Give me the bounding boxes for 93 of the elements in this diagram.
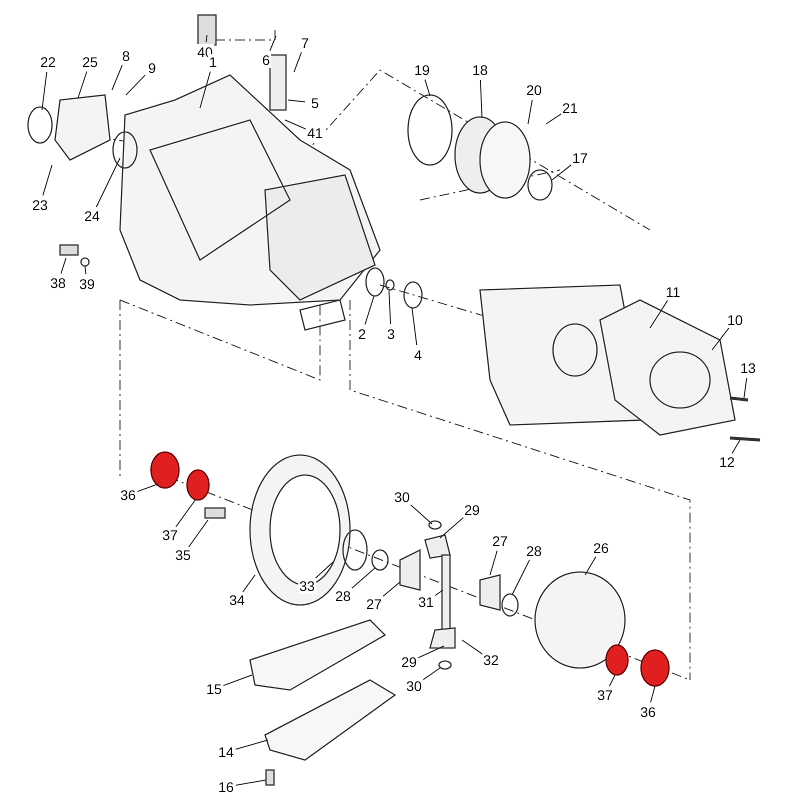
leader-line xyxy=(744,377,748,398)
leader-line xyxy=(284,120,306,130)
leader-line xyxy=(136,484,158,492)
leader-line xyxy=(546,113,562,124)
leader-line xyxy=(42,71,48,110)
callout-number: 31 xyxy=(417,594,435,610)
leader-line xyxy=(42,164,52,196)
leader-line xyxy=(84,266,86,275)
leader-line xyxy=(512,559,530,596)
callout-number: 11 xyxy=(664,284,682,300)
callout-number: 12 xyxy=(718,454,736,470)
callout-number: 30 xyxy=(405,678,423,694)
callout-number: 4 xyxy=(413,347,423,363)
callout-number: 13 xyxy=(739,360,757,376)
leader-line xyxy=(96,158,120,208)
leader-line xyxy=(60,258,66,274)
callout-number: 33 xyxy=(298,578,316,594)
leader-line xyxy=(364,296,374,325)
callout-number: 36 xyxy=(119,487,137,503)
leader-line xyxy=(126,74,146,96)
leader-line xyxy=(188,520,208,548)
leader-line xyxy=(608,674,616,687)
leader-line xyxy=(381,582,400,598)
leader-line xyxy=(269,36,276,52)
callout-number: 37 xyxy=(596,687,614,703)
leader-line xyxy=(412,308,418,346)
callout-number: 28 xyxy=(334,588,352,604)
callout-number: 20 xyxy=(525,82,543,98)
leader-line xyxy=(235,740,268,750)
leader-line xyxy=(490,550,498,576)
callout-number: 23 xyxy=(31,197,49,213)
leader-line xyxy=(424,79,430,96)
callout-number: 21 xyxy=(561,100,579,116)
callout-number: 17 xyxy=(571,150,589,166)
leader-line xyxy=(732,440,740,454)
callout-number: 22 xyxy=(39,54,57,70)
callout-number: 25 xyxy=(81,54,99,70)
callout-number: 6 xyxy=(261,52,271,68)
leader-line xyxy=(288,100,306,102)
callout-number: 32 xyxy=(482,652,500,668)
leader-line xyxy=(422,668,440,681)
callout-number: 29 xyxy=(463,502,481,518)
callout-number: 35 xyxy=(174,547,192,563)
leader-line xyxy=(206,34,208,43)
leader-line xyxy=(200,71,211,108)
callout-number: 27 xyxy=(365,596,383,612)
callout-number: 18 xyxy=(471,62,489,78)
leader-line xyxy=(294,52,302,72)
leader-line xyxy=(78,70,88,98)
leader-line xyxy=(314,562,334,580)
leader-line xyxy=(650,300,668,328)
callout-number: 19 xyxy=(413,62,431,78)
leader-line xyxy=(235,780,266,786)
leader-line xyxy=(440,516,465,538)
callout-number: 30 xyxy=(393,489,411,505)
callout-number: 14 xyxy=(217,744,235,760)
callout-number: 28 xyxy=(525,543,543,559)
callout-number: 1 xyxy=(208,54,218,70)
leader-line xyxy=(584,556,596,576)
callout-number: 34 xyxy=(228,592,246,608)
leader-line xyxy=(418,646,444,658)
callout-number: 5 xyxy=(310,95,320,111)
callout-number: 29 xyxy=(400,654,418,670)
callout-number: 41 xyxy=(306,125,324,141)
leader-line xyxy=(528,99,533,124)
callout-number: 37 xyxy=(161,527,179,543)
callout-number: 16 xyxy=(217,779,235,795)
leader-line xyxy=(480,80,482,118)
callout-number: 39 xyxy=(78,276,96,292)
callout-number: 36 xyxy=(639,704,657,720)
callout-number: 7 xyxy=(300,35,310,51)
leader-line xyxy=(650,686,656,703)
leader-line xyxy=(175,498,196,528)
leader-line xyxy=(350,568,376,590)
leader-line xyxy=(242,574,256,592)
callout-number: 15 xyxy=(205,681,223,697)
callout-number: 10 xyxy=(726,312,744,328)
callout-number: 9 xyxy=(147,60,157,76)
callout-number: 27 xyxy=(491,533,509,549)
callout-number: 2 xyxy=(357,326,367,342)
leader-line xyxy=(434,590,444,597)
leader-line xyxy=(388,290,392,324)
leader-line xyxy=(222,674,252,686)
leader-line xyxy=(712,327,730,350)
leader-line xyxy=(112,64,123,90)
leader-line xyxy=(408,503,432,524)
callout-number: 3 xyxy=(386,326,396,342)
callout-number: 26 xyxy=(592,540,610,556)
callout-number: 24 xyxy=(83,208,101,224)
callout-number: 38 xyxy=(49,275,67,291)
leader-line xyxy=(552,164,573,180)
leader-line xyxy=(462,640,484,655)
callout-number: 8 xyxy=(121,48,131,64)
